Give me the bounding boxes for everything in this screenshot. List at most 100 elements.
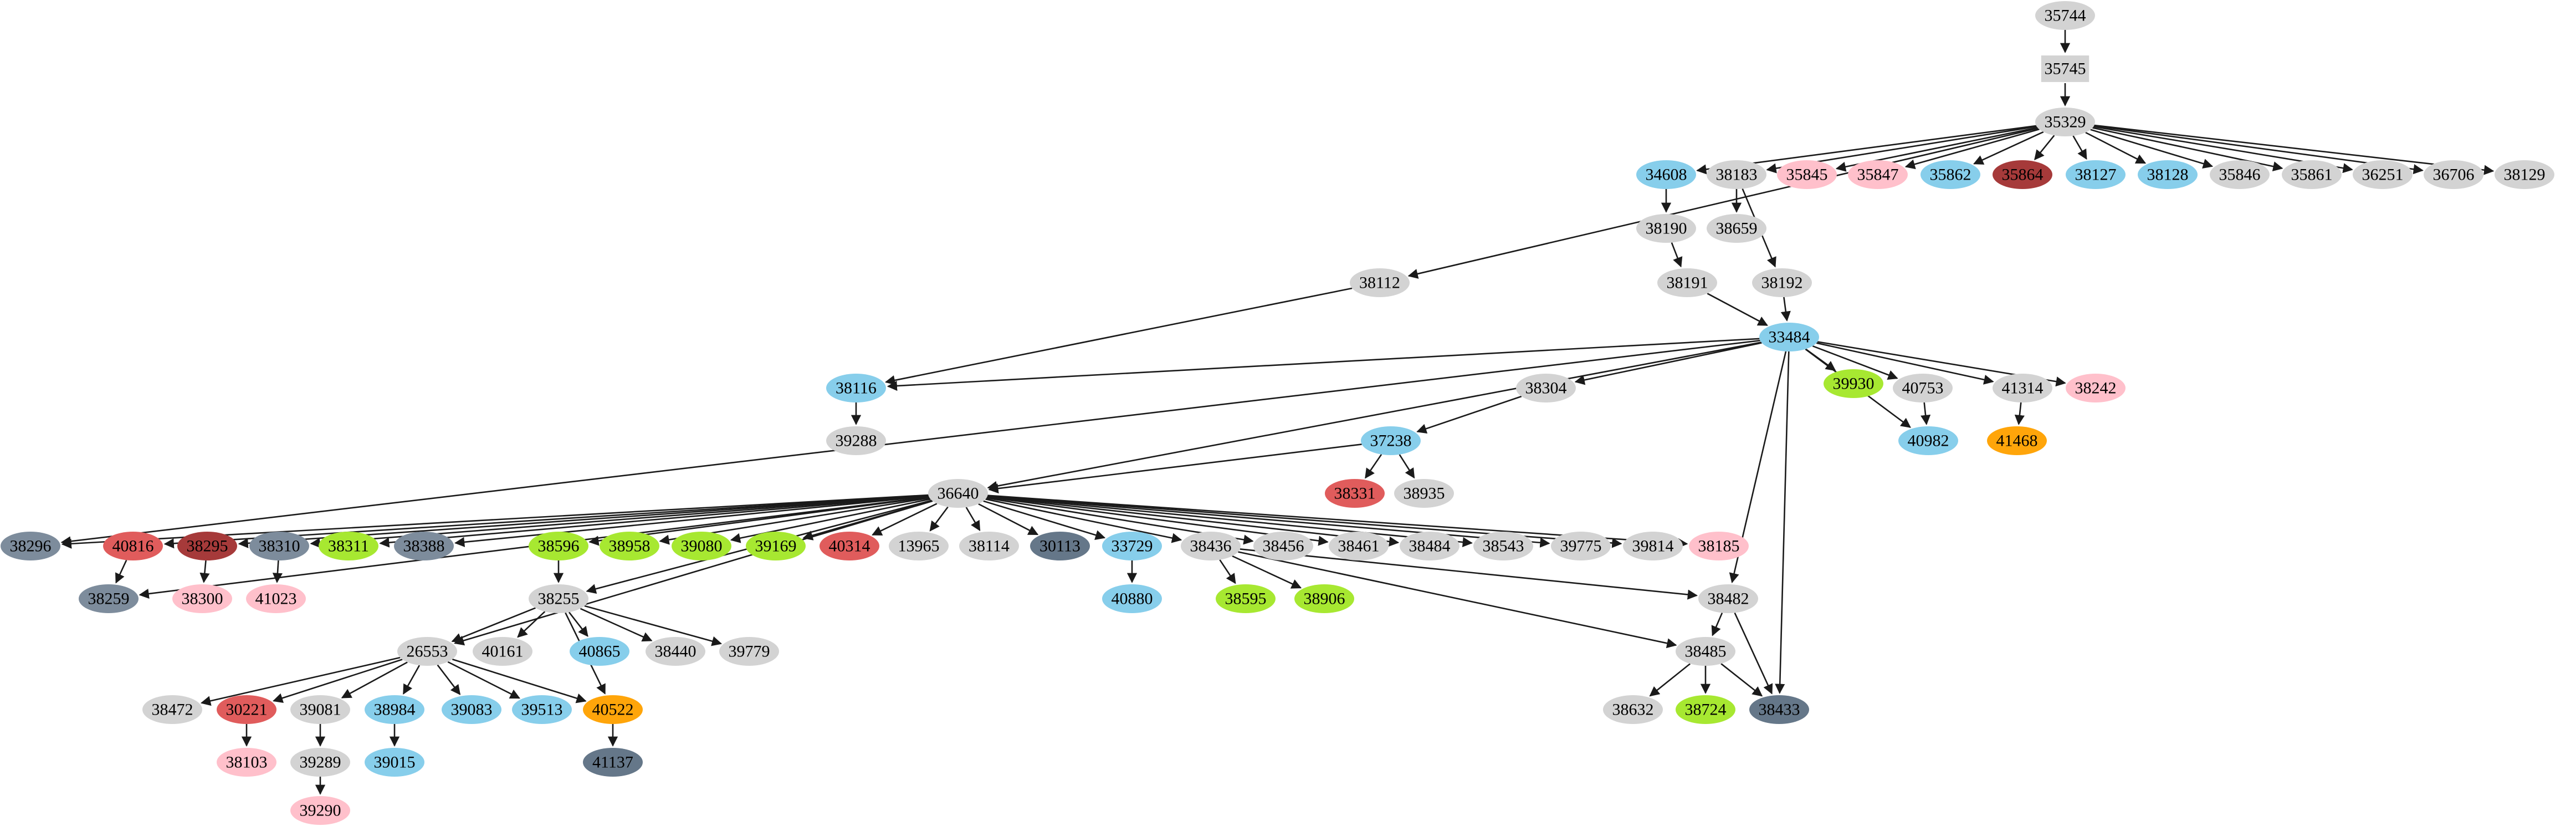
- node-label: 38310: [259, 537, 300, 555]
- node-ellipse-shape: [600, 532, 659, 560]
- node-ellipse-shape: [1473, 532, 1533, 560]
- node-label: 34608: [1646, 166, 1687, 184]
- node-38296: 38296: [1, 532, 60, 560]
- edge-33484-38116: [887, 338, 1760, 391]
- node-label: 30221: [226, 701, 268, 719]
- node-label: 33729: [1112, 537, 1153, 555]
- node-label: 38191: [1667, 274, 1708, 292]
- node-39779: 39779: [719, 637, 779, 666]
- node-ellipse-shape: [1551, 532, 1611, 560]
- node-35744: 35744: [2035, 1, 2095, 30]
- node-ellipse-shape: [1993, 374, 2052, 402]
- node-36640: 36640: [928, 479, 988, 508]
- edge-38485-38632: [1649, 663, 1691, 697]
- node-label: 35861: [2291, 166, 2333, 184]
- node-ellipse-shape: [1759, 323, 1819, 351]
- node-39080: 39080: [672, 532, 731, 560]
- node-label: 38906: [1304, 590, 1345, 608]
- node-ellipse-shape: [1898, 426, 1958, 455]
- node-ellipse-shape: [2035, 1, 2095, 30]
- edge-33484-36640: [987, 341, 1761, 491]
- edge-33484-38296: [60, 339, 1760, 547]
- node-ellipse-shape: [2424, 160, 2483, 189]
- node-ellipse-shape: [1752, 268, 1812, 297]
- node-label: 38296: [10, 537, 52, 555]
- node-label: 38116: [836, 379, 877, 397]
- node-ellipse-shape: [2035, 108, 2095, 136]
- node-ellipse-shape: [1350, 268, 1410, 297]
- node-30113: 30113: [1030, 532, 1090, 560]
- node-38310: 38310: [249, 532, 309, 560]
- node-label: 38304: [1525, 379, 1567, 397]
- node-ellipse-shape: [1603, 695, 1663, 724]
- edge-38304-37238: [1416, 395, 1522, 434]
- node-39015: 39015: [365, 748, 424, 777]
- node-label: 38632: [1612, 701, 1654, 719]
- edge-35329-35864: [2034, 135, 2055, 161]
- node-label: 39779: [729, 643, 770, 661]
- node-ellipse-shape: [217, 748, 276, 777]
- node-38191: 38191: [1657, 268, 1717, 297]
- node-ellipse-shape: [583, 695, 643, 724]
- edge-36640-13965: [929, 506, 949, 532]
- node-38436: 38436: [1181, 532, 1241, 560]
- node-40753: 40753: [1893, 374, 1953, 402]
- node-39814: 39814: [1623, 532, 1683, 560]
- node-ellipse-shape: [290, 748, 350, 777]
- node-label: 36251: [2362, 166, 2404, 184]
- node-ellipse-shape: [1707, 214, 1766, 243]
- node-38300: 38300: [172, 584, 232, 613]
- node-ellipse-shape: [394, 532, 454, 560]
- node-label: 38255: [538, 590, 580, 608]
- node-label: 35744: [2045, 7, 2086, 25]
- node-label: 39290: [300, 802, 341, 820]
- node-label: 38128: [2147, 166, 2189, 184]
- node-label: 38543: [1483, 537, 1524, 555]
- node-ellipse-shape: [1848, 160, 1908, 189]
- node-38304: 38304: [1516, 374, 1576, 402]
- node-ellipse-shape: [826, 374, 886, 402]
- node-label: 38190: [1646, 220, 1687, 238]
- node-label: 40314: [829, 537, 870, 555]
- edge-38436-38485: [1238, 551, 1677, 649]
- edges-layer: [60, 30, 2495, 795]
- node-ellipse-shape: [365, 748, 424, 777]
- node-ellipse-shape: [1993, 160, 2052, 189]
- edge-40753-40982: [1921, 402, 1931, 425]
- edge-41314-41468: [2014, 402, 2025, 425]
- node-label: 38456: [1263, 537, 1304, 555]
- edge-35329-35847: [1904, 128, 2040, 170]
- node-ellipse-shape: [1361, 426, 1421, 455]
- node-33484: 33484: [1759, 323, 1819, 351]
- node-ellipse-shape: [826, 426, 886, 455]
- node-13965: 13965: [889, 532, 949, 560]
- node-label: 39288: [836, 432, 877, 450]
- node-label: 38295: [187, 537, 228, 555]
- edge-38190-38191: [1671, 242, 1683, 268]
- edge-36640-38388: [454, 495, 929, 547]
- edge-36640-39814: [987, 494, 1622, 548]
- node-38259: 38259: [79, 584, 139, 613]
- node-38461: 38461: [1329, 532, 1389, 560]
- node-38128: 38128: [2138, 160, 2198, 189]
- node-ellipse-shape: [1516, 374, 1576, 402]
- node-label: 38242: [2075, 379, 2117, 397]
- edge-26553-39513: [447, 661, 520, 699]
- node-ellipse-shape: [719, 637, 779, 666]
- node-ellipse-shape: [570, 637, 629, 666]
- node-38482: 38482: [1698, 584, 1758, 613]
- node-38484: 38484: [1400, 532, 1459, 560]
- node-34608: 34608: [1636, 160, 1696, 189]
- node-40982: 40982: [1898, 426, 1958, 455]
- node-38185: 38185: [1689, 532, 1749, 560]
- node-label: 39289: [300, 753, 341, 772]
- node-ellipse-shape: [1181, 532, 1241, 560]
- node-40880: 40880: [1102, 584, 1162, 613]
- node-label: 40982: [1908, 432, 1949, 450]
- edge-35329-35846: [2090, 129, 2214, 169]
- node-ellipse-shape: [2138, 160, 2198, 189]
- node-label: 26553: [407, 643, 448, 661]
- node-ellipse-shape: [928, 479, 988, 508]
- node-label: 13965: [898, 537, 940, 555]
- node-label: 38127: [2075, 166, 2117, 184]
